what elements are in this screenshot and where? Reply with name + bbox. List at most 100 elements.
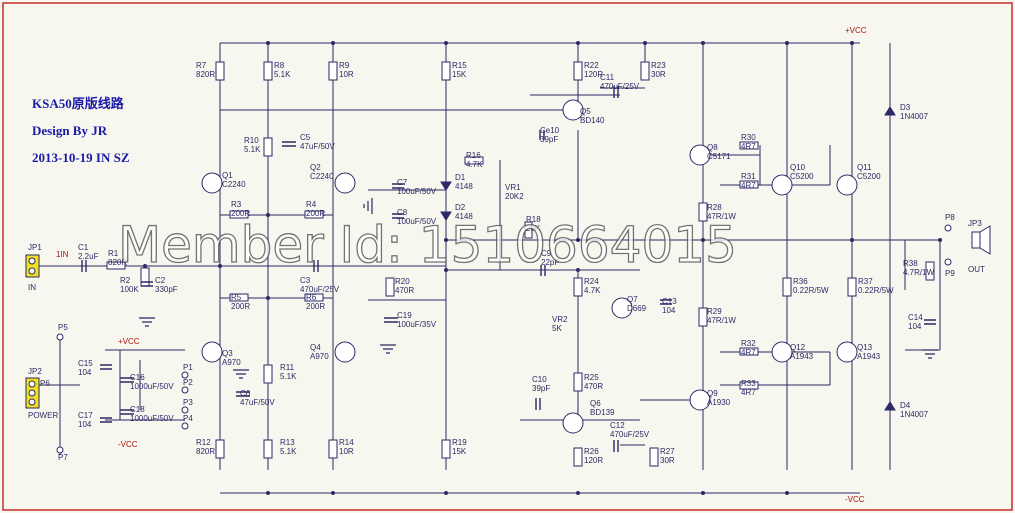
capacitor-label-value-c16: 1000uF/50V [130, 382, 174, 391]
resistor-label-value-r36: 0.22R/5W [793, 286, 829, 295]
vcc-neg-label: -VCC [845, 495, 865, 504]
resistor-label-r11: R11 [280, 363, 295, 372]
transistor-label-value-q9: A1930 [707, 398, 731, 407]
transistor-label-q10: Q10 [790, 163, 806, 172]
pad-label-p2: P2 [183, 378, 193, 387]
transistor-label-value-q3: A970 [222, 358, 241, 367]
vcc-pos-label-power: +VCC [118, 337, 140, 346]
transistor-label-value-q1: C2240 [222, 180, 246, 189]
resistor-label-r9: R9 [339, 61, 350, 70]
resistor-label-r8: R8 [274, 61, 285, 70]
capacitor-label-c1: C1 [78, 243, 89, 252]
author-line: Design By JR [32, 123, 108, 138]
watermark: Member Id: 1510664015 [118, 216, 737, 274]
pad-label-p3: P3 [183, 398, 193, 407]
transistor-label-value-q5: BD140 [580, 116, 605, 125]
resistor-label-value-r30: 4R7 [741, 142, 756, 151]
resistor-label-r20: R20 [395, 277, 410, 286]
resistor-label-value-r20: 470R [395, 286, 414, 295]
resistor-label-r30: R30 [741, 133, 756, 142]
resistor-label-r5: R5 [231, 293, 242, 302]
resistor-label-r13: R13 [280, 438, 295, 447]
resistor-label-value-r8: 5.1K [274, 70, 291, 79]
transistor-label-q13: Q13 [857, 343, 873, 352]
capacitor-label-value-c11: 470uF/25V [600, 82, 640, 91]
transistor-label-q3: Q3 [222, 349, 233, 358]
capacitor-label-c19: C19 [397, 311, 412, 320]
diode-label-d4: D4 [900, 401, 911, 410]
resistor-label-r3: R3 [231, 200, 242, 209]
date-line: 2013-10-19 IN SZ [32, 150, 130, 165]
capacitor-label-value-c1: 2.2uF [78, 252, 99, 261]
pad-label-p5: P5 [58, 323, 68, 332]
resistor-label-r1: R1 [108, 249, 119, 258]
capacitor-label-value-c12: 470uF/25V [610, 430, 650, 439]
resistor-label-value-r4: 200R [306, 209, 325, 218]
transistor-label-q5: Q5 [580, 107, 591, 116]
resistor-label-value-r9: 10R [339, 70, 354, 79]
resistor-label-value-r29: 47R/1W [707, 316, 736, 325]
capacitor-label-value-c17: 104 [78, 420, 92, 429]
transistor-label-value-q11: C5200 [857, 172, 881, 181]
connector-name-jp3: OUT [968, 265, 985, 274]
resistor-label-value-r11: 5.1K [280, 372, 297, 381]
resistor-label-value-r28: 47R/1W [707, 212, 736, 221]
ground-symbols [139, 198, 938, 379]
diode-label-value-d4: 1N4007 [900, 410, 929, 419]
resistor-label-r23: R23 [651, 61, 666, 70]
transistor-label-q8: Q8 [707, 143, 718, 152]
resistor-label-r27: R27 [660, 447, 675, 456]
transistor-label-q2: Q2 [310, 163, 321, 172]
capacitor-label-c3: C3 [300, 276, 311, 285]
capacitor-label-value-c19: 100uF/35V [397, 320, 437, 329]
resistor-label-value-r3: 200R [231, 209, 250, 218]
capacitor-label-c6: C6 [240, 389, 251, 398]
capacitor-label-value-c8: 100uF/50V [397, 217, 437, 226]
transistor-label-value-q6: BD139 [590, 408, 615, 417]
capacitor-label-value-c13: 104 [662, 306, 676, 315]
capacitor-label-c13: C13 [662, 297, 677, 306]
diode-label-d3: D3 [900, 103, 911, 112]
resistor-label-r15: R15 [452, 61, 467, 70]
connector-name-jp1: IN [28, 283, 36, 292]
diode-label-value-d2: 4148 [455, 212, 473, 221]
capacitor-label-c18: C18 [130, 405, 145, 414]
capacitor-label-c15: C15 [78, 359, 93, 368]
transistor-label-value-q7: D669 [627, 304, 647, 313]
connector-label-jp1: JP1 [28, 243, 42, 252]
resistor-label-r22: R22 [584, 61, 599, 70]
vcc-pos-label: +VCC [845, 26, 867, 35]
connector-label-jp2: JP2 [28, 367, 42, 376]
transistor-label-value-q4: A970 [310, 352, 329, 361]
transistor-label-q9: Q9 [707, 389, 718, 398]
capacitor-label-value-c15: 104 [78, 368, 92, 377]
resistor-label-r16: R16 [466, 151, 481, 160]
capacitor-label-c8: C8 [397, 208, 408, 217]
resistor-label-r10: R10 [244, 136, 259, 145]
transistor-label-value-q10: C5200 [790, 172, 814, 181]
resistor-label-r18: R18 [526, 215, 541, 224]
transistor-label-q7: Q7 [627, 295, 638, 304]
component-labels: R7820RR85.1KR910RR1515KR22120RR2330RR105… [28, 61, 985, 465]
resistor-label-r12: R12 [196, 438, 211, 447]
transistor-label-value-q2: C2240 [310, 172, 334, 181]
transistor-label-q11: Q11 [857, 163, 872, 172]
pad-label-p6: P6 [40, 379, 50, 388]
capacitor-label-c10: C10 [532, 375, 547, 384]
pot-label-value-vr1: 20K2 [505, 192, 524, 201]
capacitor-label-ce10: Ce10 [540, 126, 560, 135]
resistor-label-r29: R29 [707, 307, 722, 316]
capacitor-label-c9: C9 [541, 249, 552, 258]
transistor-label-q6: Q6 [590, 399, 601, 408]
resistor-label-r36: R36 [793, 277, 808, 286]
resistor-label-value-r25: 470R [584, 382, 603, 391]
resistor-label-value-r14: 10R [339, 447, 354, 456]
transistor-label-value-q8: C5171 [707, 152, 731, 161]
pot-label-vr1: VR1 [505, 183, 521, 192]
diode-label-value-d3: 1N4007 [900, 112, 929, 121]
connector-label-jp3: JP3 [968, 219, 982, 228]
capacitor-label-c11: C11 [600, 73, 615, 82]
capacitor-label-value-c7: 100uF/50V [397, 187, 437, 196]
resistor-label-r4: R4 [306, 200, 317, 209]
